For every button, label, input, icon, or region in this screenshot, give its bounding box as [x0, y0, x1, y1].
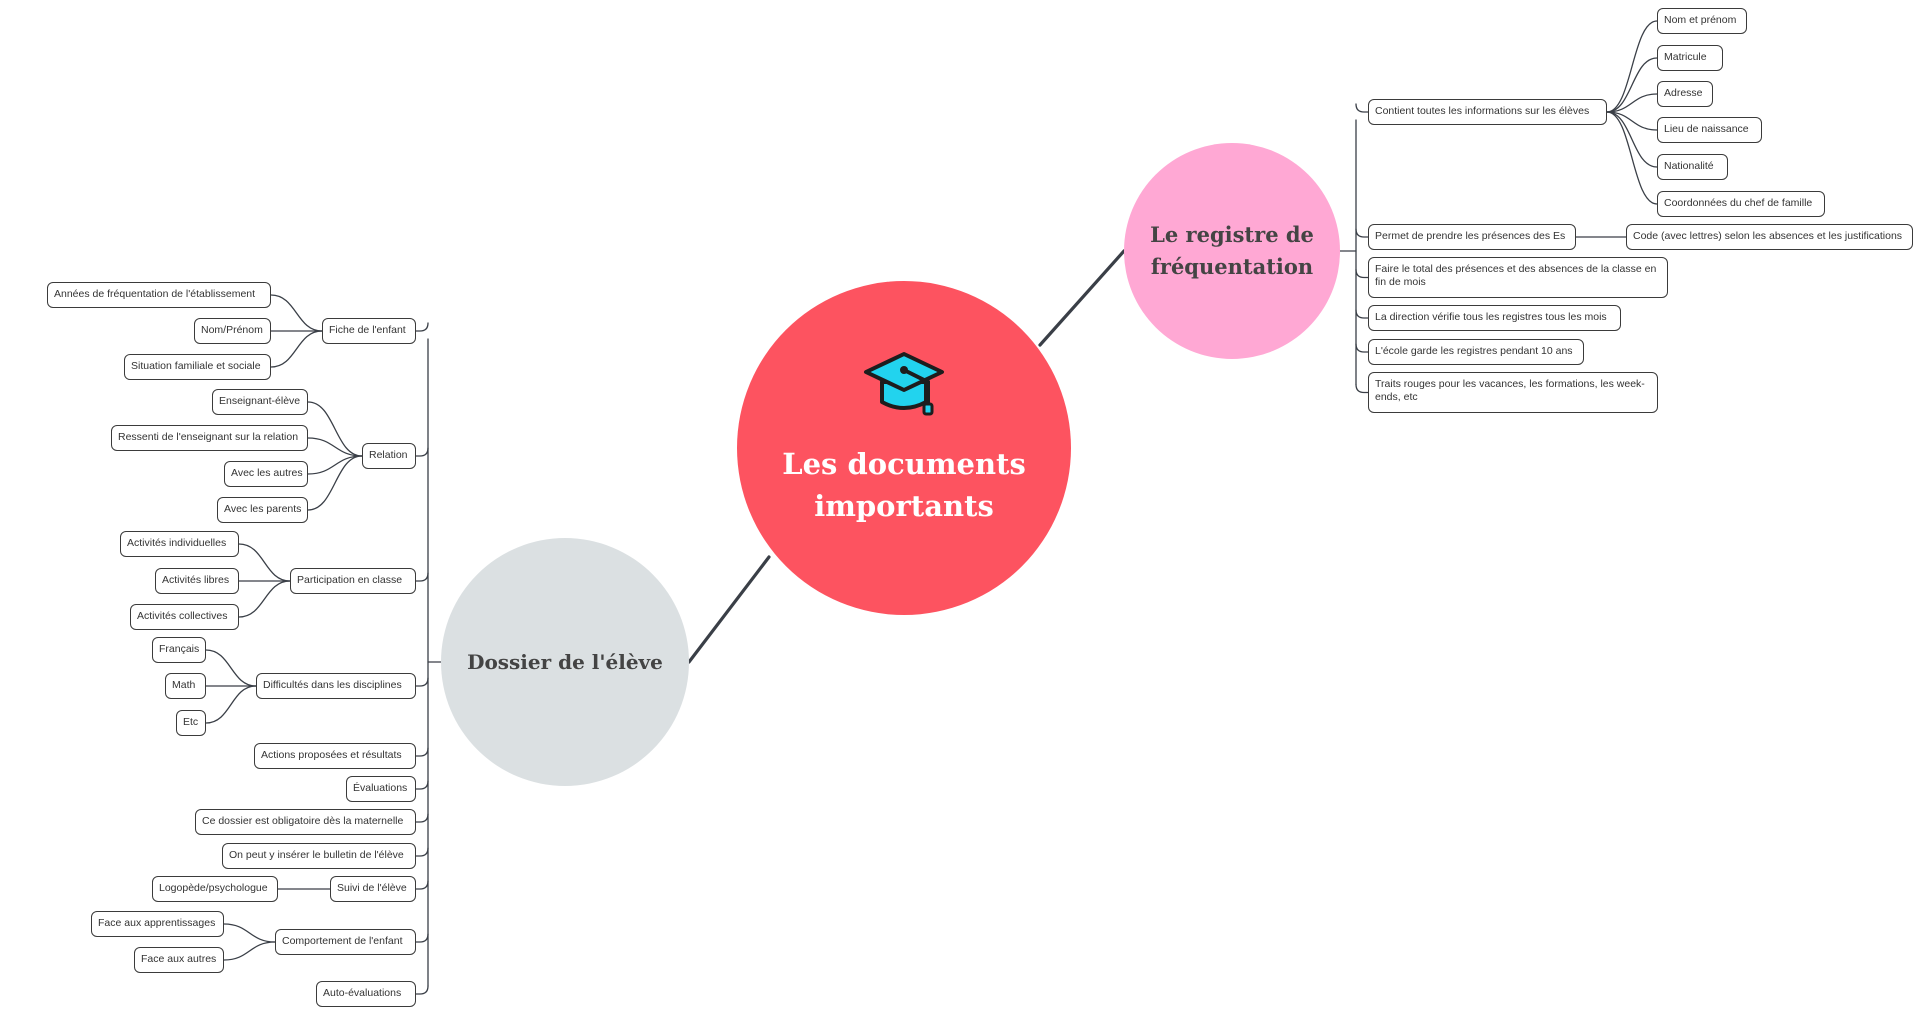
- node-etc[interactable]: Etc: [176, 710, 206, 736]
- node-francais[interactable]: Français: [152, 637, 206, 663]
- connector-line: [1355, 309, 1369, 319]
- node-direction-verifie[interactable]: La direction vérifie tous les registres …: [1368, 305, 1621, 331]
- connector-line: [223, 923, 276, 943]
- connector-line: [415, 572, 429, 582]
- graduation-cap-icon: [862, 348, 946, 431]
- node-math[interactable]: Math: [165, 673, 206, 699]
- node-matricule[interactable]: Matricule: [1657, 45, 1723, 71]
- node-activites-individuelles[interactable]: Activités individuelles: [120, 531, 239, 557]
- central-topic[interactable]: Les documents importants: [737, 281, 1071, 615]
- connector-line: [415, 933, 429, 943]
- node-comportement-enfant[interactable]: Comportement de l'enfant: [275, 929, 416, 955]
- node-auto-evaluations[interactable]: Auto-évaluations: [316, 981, 416, 1007]
- topic-dossier-eleve[interactable]: Dossier de l'élève: [441, 538, 689, 786]
- connector-line: [415, 780, 429, 790]
- node-ressenti-enseignant[interactable]: Ressenti de l'enseignant sur la relation: [111, 425, 308, 451]
- node-face-apprentissages[interactable]: Face aux apprentissages: [91, 911, 224, 937]
- connector-line: [307, 455, 363, 475]
- node-nationalite[interactable]: Nationalité: [1657, 154, 1728, 180]
- connector-line: [415, 847, 429, 857]
- connector-line: [415, 813, 429, 823]
- node-activites-libres[interactable]: Activités libres: [155, 568, 239, 594]
- connector-line: [415, 985, 429, 995]
- connector-line: [238, 543, 291, 582]
- node-participation-classe[interactable]: Participation en classe: [290, 568, 416, 594]
- node-actions-proposees[interactable]: Actions proposées et résultats: [254, 743, 416, 769]
- connector-line: [1038, 249, 1126, 347]
- registre-title-line2: fréquentation: [1150, 254, 1314, 279]
- node-traits-rouges[interactable]: Traits rouges pour les vacances, les for…: [1368, 372, 1658, 413]
- connector-line: [270, 294, 323, 332]
- connector-line: [1606, 20, 1658, 113]
- connector-line: [1606, 111, 1658, 131]
- node-avec-les-autres[interactable]: Avec les autres: [224, 461, 308, 487]
- node-face-aux-autres[interactable]: Face aux autres: [134, 947, 224, 973]
- connector-line: [238, 580, 291, 618]
- node-annees-frequentation[interactable]: Années de fréquentation de l'établisseme…: [47, 282, 271, 308]
- connector-line: [687, 555, 771, 664]
- node-coordonnees-chef-famille[interactable]: Coordonnées du chef de famille: [1657, 191, 1825, 217]
- connector-line: [1606, 57, 1658, 113]
- connector-line: [1355, 268, 1369, 279]
- node-enseignant-eleve[interactable]: Enseignant-élève: [212, 389, 308, 415]
- connector-line: [1606, 111, 1658, 168]
- node-prendre-presences[interactable]: Permet de prendre les présences des Es: [1368, 224, 1576, 250]
- node-nom-prenom[interactable]: Nom et prénom: [1657, 8, 1747, 34]
- node-avec-les-parents[interactable]: Avec les parents: [217, 497, 308, 523]
- node-nom-prenom-enfant[interactable]: Nom/Prénom: [194, 318, 271, 344]
- node-fiche-enfant[interactable]: Fiche de l'enfant: [322, 318, 416, 344]
- connector-line: [1355, 228, 1369, 238]
- node-difficultes-disciplines[interactable]: Difficultés dans les disciplines: [256, 673, 416, 699]
- node-suivi-eleve[interactable]: Suivi de l'élève: [330, 876, 416, 902]
- central-title-line1: Les documents: [782, 446, 1026, 481]
- registre-title-line1: Le registre de: [1150, 222, 1314, 247]
- node-adresse[interactable]: Adresse: [1657, 81, 1713, 107]
- node-total-presences[interactable]: Faire le total des présences et des abse…: [1368, 257, 1668, 298]
- central-title-line2: importants: [814, 488, 994, 523]
- connector-line: [270, 330, 323, 368]
- node-relation[interactable]: Relation: [362, 443, 416, 469]
- connector-line: [415, 447, 429, 457]
- topic-registre-frequentation[interactable]: Le registre de fréquentation: [1124, 143, 1340, 359]
- connector-line: [1355, 343, 1369, 353]
- connector-line: [415, 880, 429, 890]
- connector-line: [223, 941, 276, 961]
- connector-line: [307, 437, 363, 457]
- connector-line: [1355, 103, 1369, 113]
- node-evaluations[interactable]: Évaluations: [346, 776, 416, 802]
- node-dossier-obligatoire[interactable]: Ce dossier est obligatoire dès la matern…: [195, 809, 416, 835]
- connector-line: [1606, 111, 1658, 205]
- node-code-absences[interactable]: Code (avec lettres) selon les absences e…: [1626, 224, 1913, 250]
- connector-line: [205, 649, 257, 687]
- dossier-title: Dossier de l'élève: [467, 650, 663, 674]
- node-logopede-psychologue[interactable]: Logopède/psychologue: [152, 876, 278, 902]
- node-situation-familiale[interactable]: Situation familiale et sociale: [124, 354, 271, 380]
- connector-line: [1355, 383, 1369, 394]
- connector-line: [415, 747, 429, 757]
- node-activites-collectives[interactable]: Activités collectives: [130, 604, 239, 630]
- node-bulletin-eleve[interactable]: On peut y insérer le bulletin de l'élève: [222, 843, 416, 869]
- connector-line: [415, 677, 429, 687]
- connector-line: [1606, 93, 1658, 113]
- connector-line: [205, 685, 257, 724]
- node-lieu-naissance[interactable]: Lieu de naissance: [1657, 117, 1762, 143]
- node-contient-informations[interactable]: Contient toutes les informations sur les…: [1368, 99, 1607, 125]
- connector-line: [307, 455, 363, 511]
- node-ecole-garde[interactable]: L'école garde les registres pendant 10 a…: [1368, 339, 1584, 365]
- connector-line: [307, 401, 363, 457]
- connector-line: [415, 322, 429, 332]
